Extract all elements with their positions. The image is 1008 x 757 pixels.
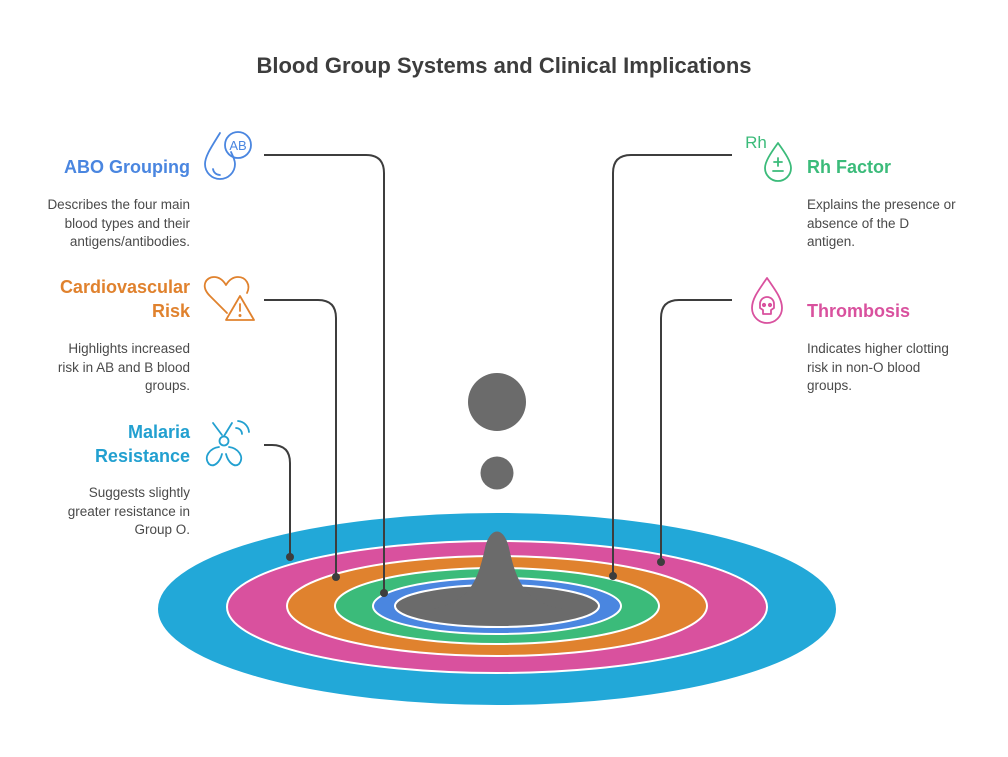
connector-dot-malaria xyxy=(286,553,294,561)
blood-drop-ab-icon: AB xyxy=(204,131,252,180)
connector-thrombosis xyxy=(660,299,732,562)
rh-label: Rh Factor xyxy=(807,157,892,177)
cardiovascular-description: Highlights increased risk in AB and B bl… xyxy=(57,341,190,393)
ab-icon-text: AB xyxy=(229,138,246,153)
abo-label: ABO Grouping xyxy=(64,157,190,177)
connector-malaria xyxy=(264,444,291,557)
abo-description: Describes the four main blood types and … xyxy=(47,197,190,249)
connector-dot-rh xyxy=(609,572,617,580)
connector-abo xyxy=(264,154,385,593)
connector-cardio xyxy=(264,299,337,577)
diagram-title: Blood Group Systems and Clinical Implica… xyxy=(256,53,752,78)
rh-description: Explains the presence or absence of the … xyxy=(807,197,956,249)
connector-dot-thrombosis xyxy=(657,558,665,566)
malaria-description: Suggests slightly greater resistance in … xyxy=(67,485,190,537)
drop-small xyxy=(480,456,514,490)
splash-peak xyxy=(432,531,562,609)
drop-large xyxy=(468,373,526,431)
connector-dot-cardio xyxy=(332,573,340,581)
thrombosis-label: Thrombosis xyxy=(807,301,911,321)
blood-drop-skull-icon xyxy=(751,277,783,324)
heart-warning-icon xyxy=(203,276,255,321)
rh-icon-text: Rh xyxy=(745,133,767,152)
blood-drop-plus-minus-icon: Rh xyxy=(745,133,792,182)
thrombosis-description: Indicates higher clotting risk in non-O … xyxy=(807,341,949,393)
mosquito-icon xyxy=(205,420,250,467)
cardiovascular-label: Cardiovascular Risk xyxy=(59,277,190,321)
connector-dot-abo xyxy=(380,589,388,597)
connector-rh xyxy=(612,154,732,576)
malaria-label: Malaria Resistance xyxy=(94,422,190,466)
